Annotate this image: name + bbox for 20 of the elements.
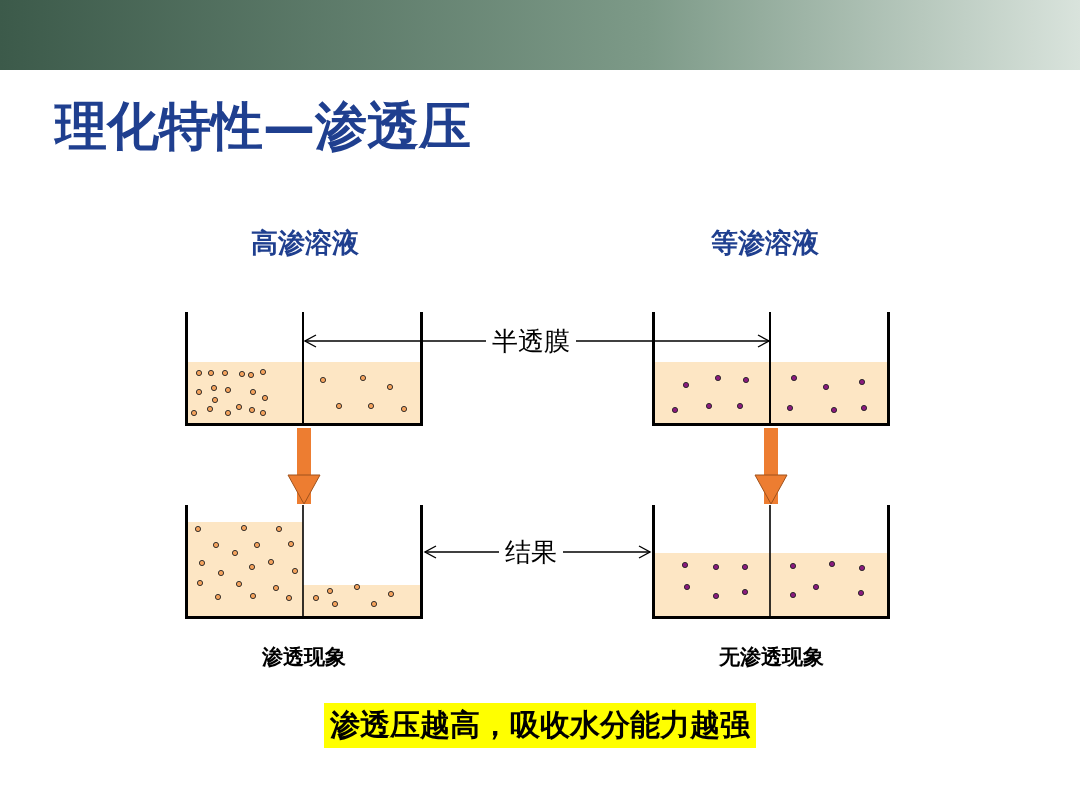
arrow xyxy=(424,545,500,559)
arrow xyxy=(562,545,651,559)
heading: 高渗溶液 xyxy=(251,226,359,260)
heading: 等渗溶液 xyxy=(711,226,819,260)
text-label: 半透膜 xyxy=(492,325,570,357)
beaker-drawing xyxy=(652,312,890,426)
beaker-label: 渗透现象 xyxy=(261,644,347,671)
highlighted-statement: 渗透压越高，吸收水分能力越强 xyxy=(324,703,756,748)
slide-title: 理化特性—渗透压 xyxy=(55,95,471,158)
beaker-drawing xyxy=(652,505,890,619)
beaker-drawing xyxy=(185,312,423,426)
arrow xyxy=(754,428,788,505)
membrane-line xyxy=(302,312,304,423)
arrow xyxy=(304,334,487,348)
text-label: 结果 xyxy=(505,536,557,568)
beaker-drawing xyxy=(185,505,423,619)
beaker-label: 无渗透现象 xyxy=(717,644,825,671)
membrane-line xyxy=(769,312,771,423)
arrow xyxy=(575,334,770,348)
arrow xyxy=(287,428,321,505)
